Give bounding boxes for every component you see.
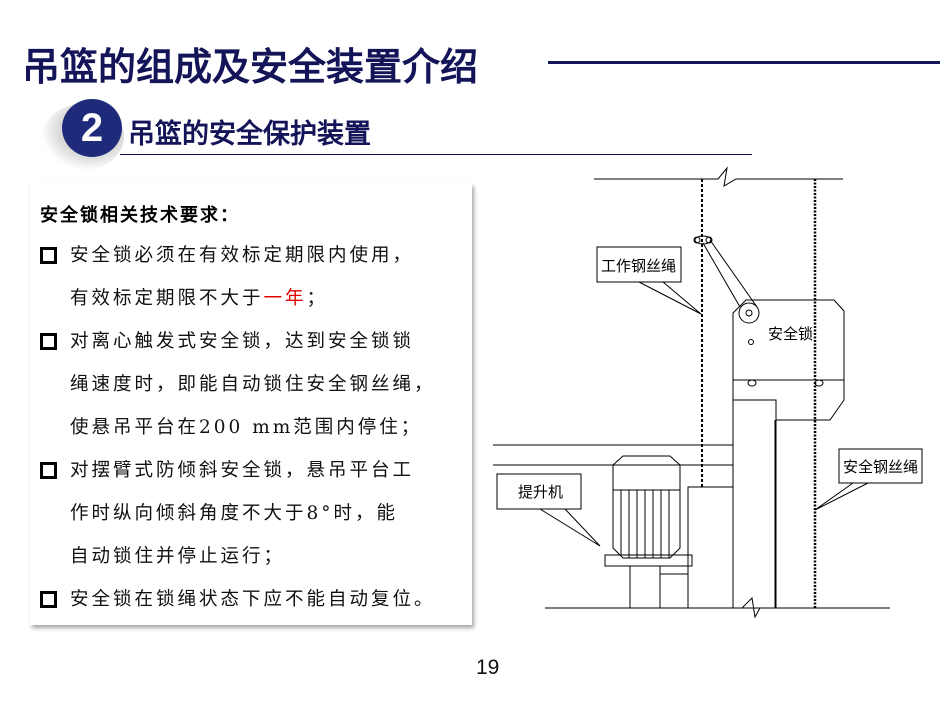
item-2-line-2: 绳速度时，即能自动锁住安全钢丝绳， (70, 374, 436, 395)
safety-lock-body (732, 299, 845, 421)
slide-title: 吊篮的组成及安全装置介绍 (22, 45, 479, 89)
requirements-heading: 安全锁相关技术要求： (40, 205, 240, 226)
item-1-line-2: 有效标定期限不大于一年； (70, 284, 328, 310)
label-safety-lock: 安全锁 (768, 325, 813, 343)
label-safety-rope: 安全钢丝绳 (843, 458, 918, 476)
item-4-line-1: 安全锁在锁绳状态下应不能自动复位。 (70, 589, 436, 610)
item-1-suffix: ； (306, 288, 329, 309)
bullet-square-icon (40, 333, 57, 350)
item-3-line-2: 作时纵向倾斜角度不大于8°时，能 (70, 503, 399, 524)
bullet-square-icon (40, 591, 57, 608)
item-3-line-1: 对摆臂式防倾斜安全锁，悬吊平台工 (70, 460, 415, 481)
section-number-badge: 2 (62, 99, 122, 157)
rope-clip (694, 235, 712, 245)
item-3-line-3: 自动锁住并停止运行； (70, 546, 286, 567)
item-2-line-3: 使悬吊平台在200 mm范围内停住； (70, 417, 423, 438)
top-beam (594, 166, 843, 187)
label-hoist: 提升机 (518, 483, 563, 501)
requirements-card: 安全锁相关技术要求： 安全锁必须在有效标定期限内使用， 有效标定期限不大于一年；… (30, 183, 472, 625)
hoist-motor (612, 455, 681, 559)
highlight-one-year: 一年 (263, 288, 307, 309)
item-2-line-1: 对离心触发式安全锁，达到安全锁锁 (70, 331, 415, 352)
section-title: 吊篮的安全保护装置 (128, 119, 371, 150)
ground-line (545, 596, 890, 619)
section-rule (120, 154, 752, 155)
item-1-line-1: 安全锁必须在有效标定期限内使用， (70, 245, 415, 266)
title-rule (548, 61, 940, 64)
bullet-square-icon (40, 247, 57, 264)
item-1-text: 有效标定期限不大于 (70, 288, 264, 309)
label-working-rope: 工作钢丝绳 (601, 257, 676, 275)
page-number: 19 (476, 656, 500, 679)
bullet-square-icon (40, 462, 57, 479)
